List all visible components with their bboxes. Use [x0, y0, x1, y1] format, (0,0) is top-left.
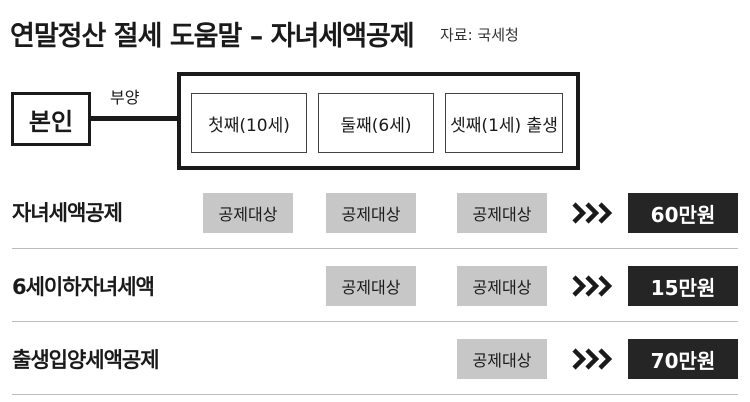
source-note: 자료: 국세청: [440, 26, 519, 44]
child-box-third: 셋째(1세) 출생: [445, 93, 563, 153]
amount-badge: 60만원: [628, 193, 738, 233]
row-divider: [12, 321, 738, 322]
row-divider: [12, 248, 738, 249]
children-group-box: [177, 72, 580, 170]
eligible-tag: 공제대상: [457, 193, 547, 233]
eligible-tag: 공제대상: [326, 193, 416, 233]
child-box-second: 둘째(6세): [318, 93, 434, 153]
row-label-birth-adoption-credit: 출생입양세액공제: [12, 348, 160, 372]
eligible-tag: 공제대상: [457, 266, 547, 306]
row-label-child-credit: 자녀세액공제: [12, 201, 123, 225]
triple-chevron-right-icon: [572, 347, 614, 371]
triple-chevron-right-icon: [572, 201, 614, 225]
amount-badge: 15만원: [628, 266, 738, 306]
dependent-label: 부양: [110, 88, 140, 107]
eligible-tag: 공제대상: [457, 339, 547, 379]
eligible-tag: 공제대상: [326, 266, 416, 306]
amount-badge: 70만원: [628, 339, 738, 379]
dependent-connector-line: [91, 116, 179, 121]
eligible-tag: 공제대상: [203, 193, 293, 233]
row-label-under6-credit: 6세이하자녀세액: [12, 275, 155, 299]
self-box: 본인: [11, 92, 91, 146]
triple-chevron-right-icon: [572, 274, 614, 298]
row-divider: [12, 394, 738, 395]
child-box-first: 첫째(10세): [191, 93, 307, 153]
page-title: 연말정산 절세 도움말 – 자녀세액공제: [10, 21, 415, 52]
